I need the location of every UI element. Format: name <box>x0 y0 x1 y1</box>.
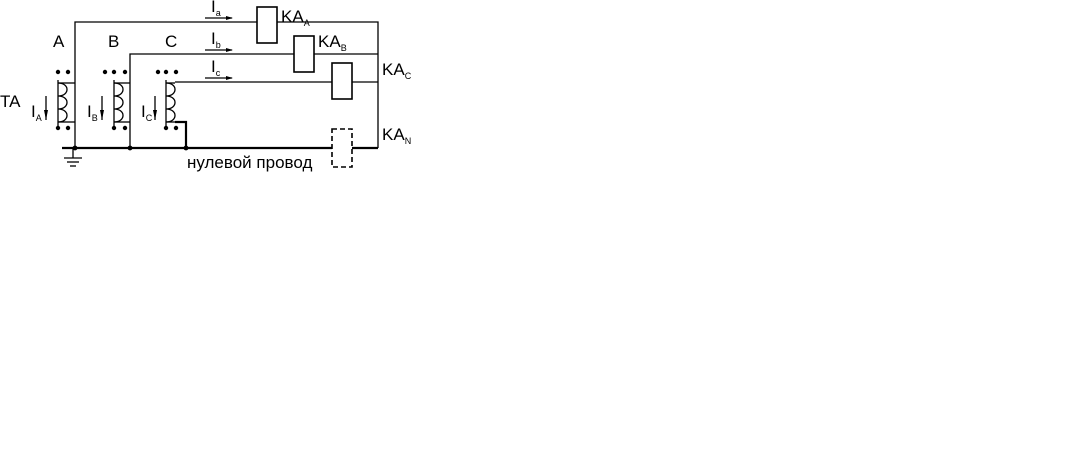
line-current-c-label: Ic <box>211 57 221 78</box>
line-current-a-label: Ia <box>211 0 221 18</box>
phase-c-neutral-link <box>175 120 188 148</box>
relay-ka-b <box>293 35 315 73</box>
transformer-label: TA <box>0 92 21 111</box>
current-transformer-b <box>100 69 130 131</box>
current-transformer-c <box>153 69 179 131</box>
phase-a-label: A <box>53 32 65 51</box>
phase-b-wire <box>129 53 378 148</box>
relay-ka-c <box>331 62 353 100</box>
phase-a-wire <box>74 21 379 148</box>
relay-ka-a <box>256 6 278 44</box>
relay-ka-n-label: KAN <box>382 125 411 146</box>
ground-icon <box>64 157 82 167</box>
phase-b-label: B <box>108 32 119 51</box>
current-transformer-a <box>44 69 75 131</box>
line-current-b-label: Ib <box>211 29 221 50</box>
relay-ka-b-label: KAB <box>318 32 347 53</box>
relay-ka-c-label: KAC <box>382 60 412 81</box>
wiring <box>62 21 379 158</box>
secondary-current-a-label: IA <box>31 102 42 123</box>
neutral-wire-caption: нулевой провод <box>187 153 312 172</box>
relay-ka-a-label: KAA <box>281 7 310 28</box>
secondary-current-b-label: IB <box>87 102 98 123</box>
phase-c-label: C <box>165 32 177 51</box>
line-current-arrows <box>205 16 233 80</box>
relay-ka-n <box>331 128 353 168</box>
junction-dots <box>72 145 189 151</box>
secondary-current-c-label: IC <box>141 102 153 123</box>
